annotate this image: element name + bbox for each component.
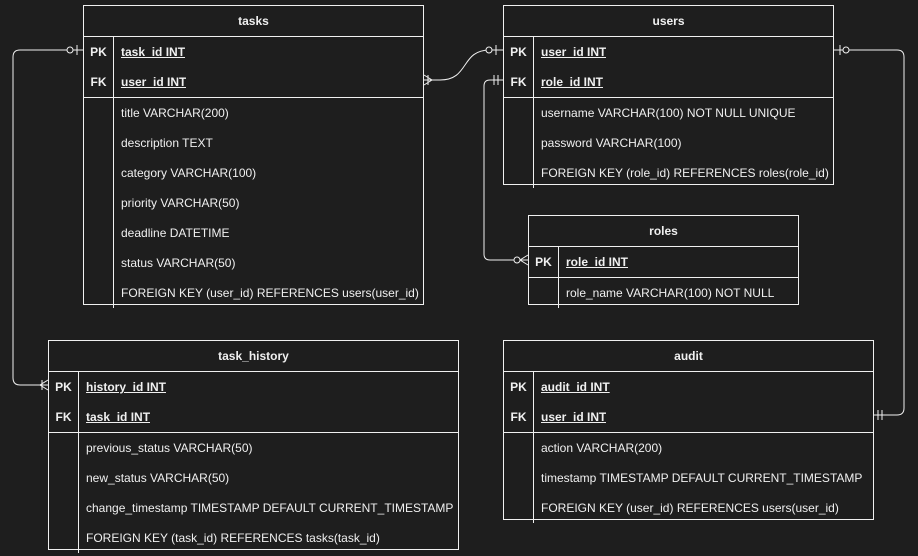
fk-row[interactable]: FK role_id INT <box>504 67 833 98</box>
field-name: user_id INT <box>541 410 607 424</box>
zero-or-many-marker <box>513 256 521 264</box>
key-tag: FK <box>49 402 79 432</box>
key-tag: PK <box>504 372 534 402</box>
entity-users[interactable]: users PK user_id INT FK role_id INT user… <box>503 5 834 188</box>
entity-title: users <box>504 6 833 37</box>
field-name: deadline DATETIME <box>121 226 230 240</box>
field-row[interactable]: password VARCHAR(100) <box>504 128 833 158</box>
field-row[interactable]: role_name VARCHAR(100) NOT NULL <box>529 278 798 308</box>
field-row[interactable]: new_status VARCHAR(50) <box>49 463 458 493</box>
field-row[interactable]: description TEXT <box>84 128 423 158</box>
relationship-tasks-users <box>424 49 503 81</box>
entity-title: audit <box>504 341 873 372</box>
key-tag: PK <box>84 37 114 67</box>
field-name: task_id INT <box>86 410 151 424</box>
field-row[interactable]: priority VARCHAR(50) <box>84 188 423 218</box>
field-name: timestamp TIMESTAMP DEFAULT CURRENT_TIME… <box>541 471 863 485</box>
zero-or-one-marker <box>842 46 850 54</box>
field-row[interactable]: category VARCHAR(100) <box>84 158 423 188</box>
zero-or-one-marker <box>66 46 74 54</box>
key-tag: PK <box>529 247 559 277</box>
field-row[interactable]: FOREIGN KEY (user_id) REFERENCES users(u… <box>504 493 873 523</box>
field-name: history_id INT <box>86 380 167 394</box>
field-name: FOREIGN KEY (role_id) REFERENCES roles(r… <box>541 166 829 180</box>
field-row[interactable]: title VARCHAR(200) <box>84 98 423 128</box>
field-row[interactable]: username VARCHAR(100) NOT NULL UNIQUE <box>504 98 833 128</box>
entity-task-history[interactable]: task_history PK history_id INT FK task_i… <box>48 340 459 553</box>
entity-title: tasks <box>84 6 423 37</box>
field-row[interactable]: FOREIGN KEY (user_id) REFERENCES users(u… <box>84 278 423 308</box>
field-name: new_status VARCHAR(50) <box>86 471 230 485</box>
field-row[interactable]: action VARCHAR(200) <box>504 433 873 463</box>
field-row[interactable]: deadline DATETIME <box>84 218 423 248</box>
field-row[interactable]: status VARCHAR(50) <box>84 248 423 278</box>
key-tag: PK <box>504 37 534 67</box>
field-name: FOREIGN KEY (user_id) REFERENCES users(u… <box>541 501 839 515</box>
entity-audit[interactable]: audit PK audit_id INT FK user_id INT act… <box>503 340 874 523</box>
field-name: user_id INT <box>121 75 187 89</box>
relationship-taskhistory-tasks <box>12 49 83 386</box>
field-name: task_id INT <box>121 45 186 59</box>
field-name: change_timestamp TIMESTAMP DEFAULT CURRE… <box>86 501 454 515</box>
field-name: password VARCHAR(100) <box>541 136 682 150</box>
entity-title: roles <box>529 216 798 247</box>
entity-tasks[interactable]: tasks PK task_id INT FK user_id INT titl… <box>83 5 424 308</box>
key-tag: PK <box>49 372 79 402</box>
field-name: previous_status VARCHAR(50) <box>86 441 253 455</box>
field-name: category VARCHAR(100) <box>121 166 257 180</box>
fk-row[interactable]: FK task_id INT <box>49 402 458 433</box>
pk-row[interactable]: PK role_id INT <box>529 247 798 278</box>
key-tag: FK <box>504 67 534 97</box>
field-row[interactable]: timestamp TIMESTAMP DEFAULT CURRENT_TIME… <box>504 463 873 493</box>
relationship-audit-users <box>834 49 905 416</box>
one-or-many-marker <box>423 74 433 86</box>
field-name: role_id INT <box>541 75 604 89</box>
entity-roles[interactable]: roles PK role_id INT role_name VARCHAR(1… <box>528 215 799 308</box>
field-name: role_id INT <box>566 255 629 269</box>
field-name: role_name VARCHAR(100) NOT NULL <box>566 286 775 300</box>
field-name: username VARCHAR(100) NOT NULL UNIQUE <box>541 106 796 120</box>
field-name: action VARCHAR(200) <box>541 441 663 455</box>
pk-row[interactable]: PK audit_id INT <box>504 372 873 402</box>
key-tag: FK <box>504 402 534 432</box>
field-row[interactable]: change_timestamp TIMESTAMP DEFAULT CURRE… <box>49 493 458 523</box>
pk-row[interactable]: PK task_id INT <box>84 37 423 67</box>
field-name: FOREIGN KEY (task_id) REFERENCES tasks(t… <box>86 531 380 545</box>
field-name: FOREIGN KEY (user_id) REFERENCES users(u… <box>121 286 419 300</box>
pk-row[interactable]: PK user_id INT <box>504 37 833 67</box>
field-row[interactable]: FOREIGN KEY (task_id) REFERENCES tasks(t… <box>49 523 458 553</box>
field-name: user_id INT <box>541 45 607 59</box>
zero-or-one-marker <box>485 46 493 54</box>
field-name: description TEXT <box>121 136 213 150</box>
key-tag: FK <box>84 67 114 97</box>
one-or-many-marker <box>39 379 49 391</box>
field-name: status VARCHAR(50) <box>121 256 236 270</box>
field-name: priority VARCHAR(50) <box>121 196 240 210</box>
pk-row[interactable]: PK history_id INT <box>49 372 458 402</box>
field-name: audit_id INT <box>541 380 610 394</box>
field-name: title VARCHAR(200) <box>121 106 229 120</box>
relationship-users-roles <box>483 79 528 261</box>
field-row[interactable]: previous_status VARCHAR(50) <box>49 433 458 463</box>
fk-row[interactable]: FK user_id INT <box>84 67 423 98</box>
field-row[interactable]: FOREIGN KEY (role_id) REFERENCES roles(r… <box>504 158 833 188</box>
entity-title: task_history <box>49 341 458 372</box>
fk-row[interactable]: FK user_id INT <box>504 402 873 433</box>
